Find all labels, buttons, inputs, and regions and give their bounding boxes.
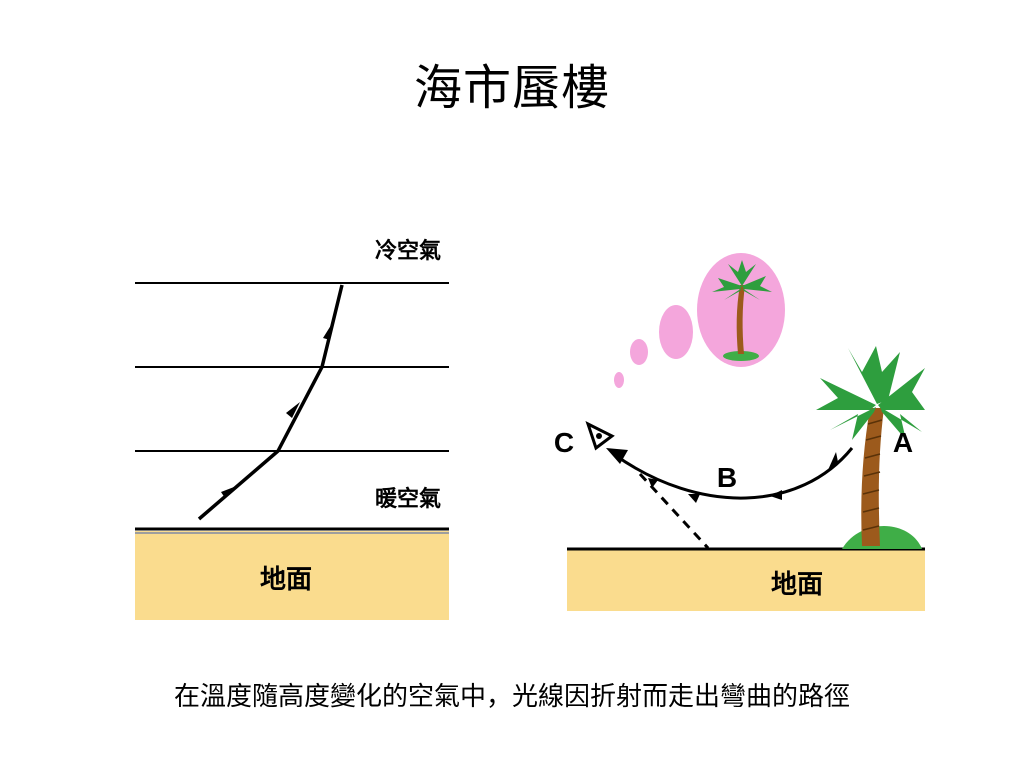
- right-ray-arrow-mid-2: [770, 490, 782, 500]
- right-ray-arrow-mid-3: [688, 494, 700, 503]
- cold-air-label: 冷空氣: [375, 238, 441, 264]
- right-light-ray: [614, 447, 854, 500]
- right-ground-label: 地面: [771, 570, 823, 600]
- left-ground: [135, 531, 449, 620]
- label-b: B: [717, 462, 737, 493]
- label-a: A: [893, 427, 913, 458]
- mirage-bubble-small: [614, 372, 624, 388]
- right-diagram: A B C 地面: [554, 253, 925, 611]
- palm-tree-icon: [816, 346, 925, 549]
- left-diagram: 冷空氣 暖空氣 地面: [135, 238, 449, 620]
- right-dashed-projection: [638, 472, 710, 550]
- caption: 在溫度隨高度變化的空氣中，光線因折射而走出彎曲的路徑: [173, 682, 850, 712]
- left-ray-arrow-3: [323, 322, 333, 340]
- right-ray-arrow-mid-4: [648, 478, 658, 488]
- left-ray-arrow-2: [286, 402, 300, 418]
- observer-eye-icon: [585, 421, 615, 451]
- mirage-palm-icon: [712, 260, 772, 361]
- label-c: C: [554, 427, 574, 458]
- warm-air-label: 暖空氣: [375, 486, 441, 512]
- right-ray-arrow-mid-1: [828, 452, 838, 470]
- slide-title: 海市蜃樓: [413, 60, 610, 116]
- left-ray-arrow-1: [221, 487, 234, 498]
- left-light-ray: [197, 284, 344, 521]
- mirage-bubble-large: [659, 305, 693, 359]
- left-ground-label: 地面: [260, 565, 312, 595]
- right-ground: [567, 550, 925, 611]
- right-ray-arrowhead: [606, 448, 628, 464]
- mirage-bubble-medium: [630, 339, 648, 365]
